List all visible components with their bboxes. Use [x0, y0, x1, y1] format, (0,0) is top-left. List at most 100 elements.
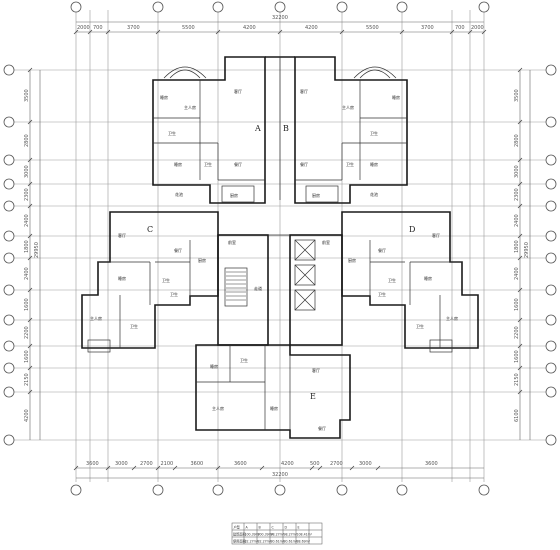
dim-tick	[517, 365, 523, 371]
left-segment-dim: 2400	[24, 214, 30, 227]
dim-tick	[155, 465, 161, 471]
room-label: 花池	[175, 191, 183, 197]
room-label: 睡房	[392, 94, 400, 100]
elevator-2	[294, 264, 316, 286]
left-total-dim: 29950	[34, 242, 40, 258]
axis-bubble	[3, 434, 15, 446]
dim-tick	[27, 365, 33, 371]
elevator-1	[294, 239, 316, 261]
dim-tick	[155, 29, 161, 35]
dim-tick	[375, 465, 381, 471]
dim-tick	[517, 157, 523, 163]
unit-a-outline	[152, 56, 266, 204]
room-label: 餐厅	[318, 425, 326, 431]
elevator-3	[294, 289, 316, 311]
room-label: 客厅	[312, 367, 320, 373]
axis-bubble	[3, 178, 15, 190]
left-segment-dim: 2800	[24, 134, 30, 147]
axis-bubbles	[3, 1, 557, 496]
room-label: 客厅	[432, 232, 440, 238]
dim-tick	[339, 29, 345, 35]
right-segment-dim: 1600	[514, 298, 520, 311]
elevator-cross-marks	[294, 239, 316, 311]
bottom-segment-dim: 3600	[86, 461, 99, 467]
dim-tick	[73, 465, 79, 471]
area-table-cell: 98.27m²	[284, 533, 298, 537]
dim-tick	[517, 317, 523, 323]
dim-tick	[27, 181, 33, 187]
room-label: 厨房	[312, 192, 320, 198]
room-label: 主人房	[184, 104, 196, 110]
axis-bubble	[70, 484, 82, 496]
room-label: 主人房	[212, 405, 224, 411]
room-label: 卫生	[388, 277, 396, 283]
area-table-header: C	[272, 526, 275, 530]
left-segment-dim: 3500	[24, 89, 30, 102]
top-segment-dim: 3700	[421, 25, 434, 31]
dim-tick	[27, 233, 33, 239]
dim-tick	[399, 29, 405, 35]
stair-treads	[226, 271, 246, 301]
dim-tick	[27, 317, 33, 323]
right-dimension-chain: 29950 3500280030002300240018002400160022…	[514, 67, 531, 440]
left-segment-dim: 2150	[24, 373, 30, 386]
axis-bubble	[3, 252, 15, 264]
axis-bubble	[545, 200, 557, 212]
right-segment-dim: 3500	[514, 89, 520, 102]
left-segment-dim: 1800	[24, 240, 30, 253]
bottom-segment-dim: 2700	[140, 461, 153, 467]
area-table-border	[231, 522, 323, 545]
axis-bubble	[478, 1, 490, 13]
room-label: 客厅	[300, 88, 308, 94]
area-table-cell: 82.27m²	[245, 540, 259, 544]
room-label: 走道	[254, 285, 262, 291]
room-label: 前室	[228, 239, 236, 245]
area-table-row-label: 建筑面积	[233, 532, 247, 537]
top-segment-dim: 4200	[305, 25, 318, 31]
room-label: 卫生	[204, 161, 212, 167]
right-total-dim: 29950	[524, 242, 530, 258]
dim-tick	[277, 29, 283, 35]
dim-tick	[27, 157, 33, 163]
axis-bubble	[545, 230, 557, 242]
axis-bubble	[3, 284, 15, 296]
dim-tick	[27, 255, 33, 261]
building-walls	[81, 56, 479, 439]
dim-tick	[27, 203, 33, 209]
bottom-segment-dim: 3000	[359, 461, 372, 467]
room-label: 卫生	[130, 323, 138, 329]
area-table-cell: 100.39m²	[245, 533, 261, 537]
left-segment-dim: 2400	[24, 267, 30, 280]
dim-tick	[467, 29, 473, 35]
dim-tick	[105, 465, 111, 471]
unit-d-balcony	[429, 339, 453, 353]
unit-b-bay-window	[353, 66, 397, 79]
dim-tick	[27, 119, 33, 125]
bottom-segment-dim: 3600	[425, 461, 438, 467]
stair-core	[224, 267, 248, 307]
left-segment-dim: 2200	[24, 326, 30, 339]
axis-bubble	[545, 362, 557, 374]
dim-tick	[259, 465, 265, 471]
axis-bubble	[152, 1, 164, 13]
bottom-segment-dim: 3000	[115, 461, 128, 467]
top-segment-dim: 3700	[127, 25, 140, 31]
room-label: 客厅	[118, 232, 126, 238]
axis-bubble	[545, 178, 557, 190]
axis-bubble	[336, 484, 348, 496]
top-segment-dim: 2000	[471, 25, 484, 31]
area-table-header: D	[285, 526, 288, 530]
room-label: 花池	[370, 191, 378, 197]
room-label: 餐厅	[174, 247, 182, 253]
room-label: 卫生	[346, 161, 354, 167]
dim-tick	[517, 181, 523, 187]
axis-bubble	[545, 314, 557, 326]
left-segment-dim: 2300	[24, 188, 30, 201]
axis-bubble	[545, 434, 557, 446]
unit-a-bay-window	[163, 66, 207, 79]
unit-b-kitchen-box	[305, 185, 339, 203]
